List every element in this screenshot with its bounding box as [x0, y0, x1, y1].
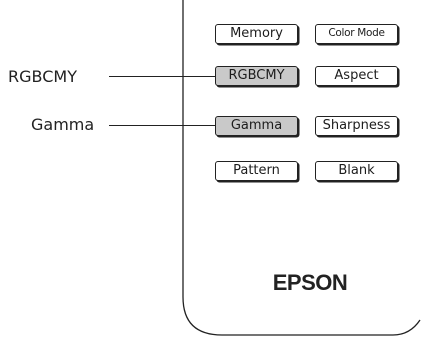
- rgbcmy-callout-label: RGBCMY: [8, 67, 77, 86]
- gamma-callout-label: Gamma: [31, 115, 95, 134]
- gamma-button[interactable]: Gamma: [215, 116, 298, 136]
- aspect-button[interactable]: Aspect: [315, 66, 398, 86]
- rgbcmy-leader-line: [109, 76, 215, 77]
- pattern-button[interactable]: Pattern: [215, 161, 298, 181]
- gamma-leader-line: [109, 125, 215, 126]
- memory-button[interactable]: Memory: [215, 24, 298, 44]
- rgbcmy-button[interactable]: RGBCMY: [215, 66, 298, 86]
- color-mode-button[interactable]: Color Mode: [315, 24, 398, 44]
- sharpness-button[interactable]: Sharpness: [315, 116, 398, 136]
- epson-logo: EPSON: [272, 270, 348, 295]
- blank-button[interactable]: Blank: [315, 161, 398, 181]
